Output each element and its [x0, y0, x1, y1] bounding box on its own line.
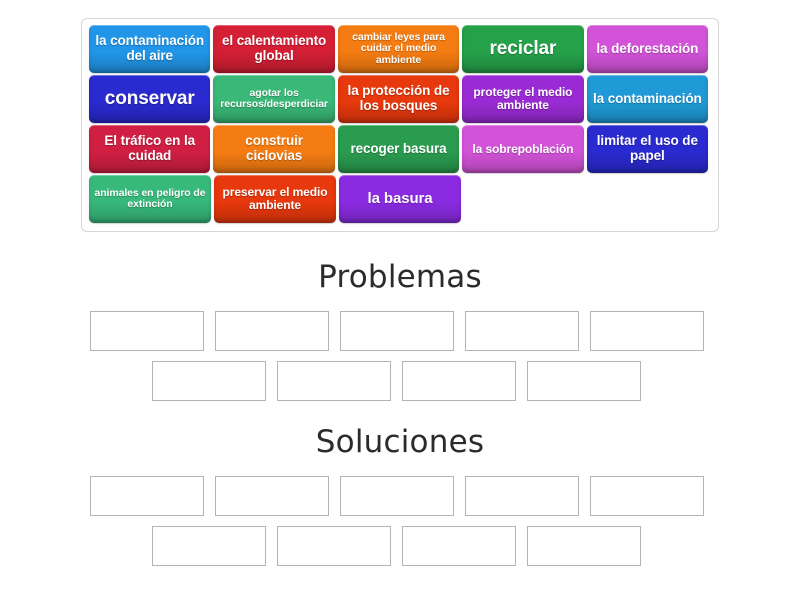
word-tile[interactable]: preservar el medio ambiente	[214, 175, 336, 223]
word-tile[interactable]: conservar	[89, 75, 211, 123]
word-tile[interactable]: limitar el uso de papel	[586, 125, 709, 173]
dropzone-soluciones-5[interactable]	[590, 476, 704, 516]
dropzone-problemas-1[interactable]	[90, 311, 204, 351]
dropzone-soluciones-6[interactable]	[152, 526, 266, 566]
word-tile-label: el calentamiento global	[222, 33, 327, 63]
word-tile-label: la contaminación del aire	[95, 33, 205, 63]
dropzone-problemas-5[interactable]	[590, 311, 704, 351]
dropzone-row-problemas-2	[152, 361, 641, 401]
word-tile[interactable]: el calentamiento global	[213, 25, 335, 73]
dropzone-problemas-3[interactable]	[340, 311, 454, 351]
word-tile[interactable]: la protección de los bosques	[337, 75, 460, 123]
word-tile-label: proteger el medio ambiente	[473, 85, 573, 112]
group-title-problemas: Problemas	[318, 259, 482, 295]
word-tile-label: agotar los recursos/desperdiciar	[220, 86, 328, 110]
word-tile-label: conservar	[104, 87, 195, 109]
dropzone-problemas-4[interactable]	[465, 311, 579, 351]
word-tile[interactable]: El tráfico en la cuidad	[89, 125, 211, 173]
word-tile[interactable]: la deforestación	[586, 25, 709, 73]
word-tile[interactable]: la contaminación del aire	[89, 25, 211, 73]
word-tile-label: construir ciclovias	[245, 133, 303, 163]
word-tile-label: preservar el medio ambiente	[222, 185, 328, 212]
word-tile[interactable]: recoger basura	[337, 125, 460, 173]
tile-row: conservar agotar los recursos/desperdicia…	[89, 75, 711, 124]
dropzone-problemas-6[interactable]	[152, 361, 266, 401]
word-tile-label: cambiar leyes para cuidar el medio ambie…	[352, 31, 445, 66]
word-tile-label: El tráfico en la cuidad	[104, 133, 196, 163]
dropzone-soluciones-4[interactable]	[465, 476, 579, 516]
word-tile-label: limitar el uso de papel	[596, 133, 698, 163]
word-tile[interactable]: construir ciclovias	[213, 125, 335, 173]
word-tile-tray: la contaminación del aire el calentamient…	[81, 18, 719, 232]
word-tile-label: la sobrepoblación	[472, 141, 574, 156]
word-tile[interactable]: proteger el medio ambiente	[462, 75, 584, 123]
word-tile-label: animales en peligro de extinción	[94, 186, 206, 210]
dropzone-soluciones-8[interactable]	[402, 526, 516, 566]
dropzone-soluciones-3[interactable]	[340, 476, 454, 516]
word-tile-label: la deforestación	[596, 40, 699, 56]
word-tile[interactable]: animales en peligro de extinción	[89, 175, 211, 223]
word-tile[interactable]: agotar los recursos/desperdiciar	[213, 75, 335, 123]
dropzone-row-soluciones-2	[152, 526, 641, 566]
word-tile[interactable]: cambiar leyes para cuidar el medio ambie…	[337, 25, 460, 73]
word-tile-label: la contaminación	[592, 90, 702, 106]
dropzone-soluciones-7[interactable]	[277, 526, 391, 566]
word-tile[interactable]: la basura	[339, 175, 461, 223]
tile-row: El tráfico en la cuidad construir ciclovi…	[89, 125, 711, 174]
word-tile-label: recoger basura	[350, 140, 447, 156]
word-tile-label: la protección de los bosques	[347, 83, 450, 113]
tile-row: animales en peligro de extinción preserva…	[89, 175, 711, 224]
dropzone-row-soluciones-1	[90, 476, 704, 516]
dropzone-problemas-8[interactable]	[402, 361, 516, 401]
word-tile[interactable]: reciclar	[462, 25, 584, 73]
dropzone-soluciones-9[interactable]	[527, 526, 641, 566]
dropzone-problemas-2[interactable]	[215, 311, 329, 351]
dropzone-soluciones-1[interactable]	[90, 476, 204, 516]
word-tile-label: reciclar	[489, 37, 557, 59]
word-tile[interactable]: la contaminación	[586, 75, 709, 123]
tile-row: la contaminación del aire el calentamient…	[89, 25, 711, 74]
dropzone-row-problemas-1	[90, 311, 704, 351]
word-tile-label: la basura	[367, 189, 433, 207]
dropzone-problemas-9[interactable]	[527, 361, 641, 401]
dropzone-problemas-7[interactable]	[277, 361, 391, 401]
dropzone-soluciones-2[interactable]	[215, 476, 329, 516]
word-tile[interactable]: la sobrepoblación	[462, 125, 584, 173]
group-title-soluciones: Soluciones	[315, 424, 485, 460]
